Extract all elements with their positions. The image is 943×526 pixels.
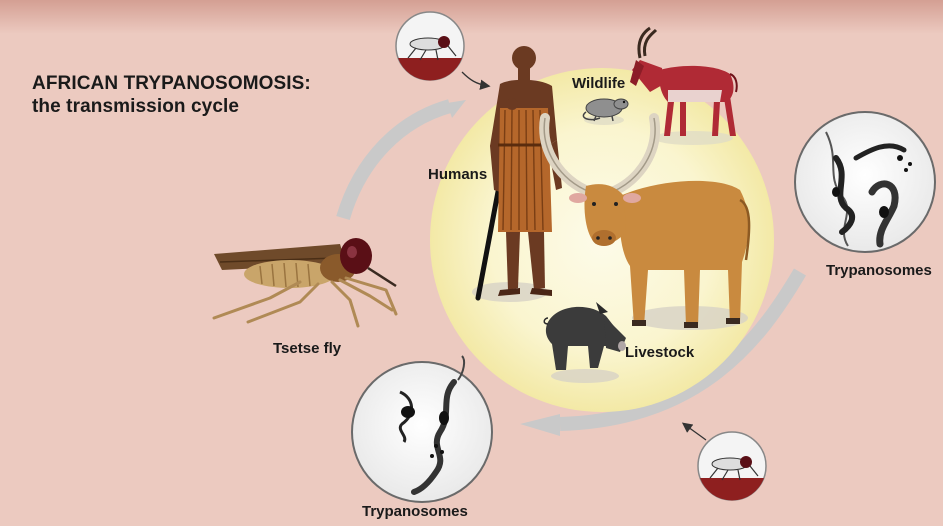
label-trypanosomes-bottom: Trypanosomes	[362, 503, 468, 520]
label-tsetse-fly: Tsetse fly	[273, 340, 341, 357]
title-line-2: the transmission cycle	[32, 95, 311, 118]
label-livestock: Livestock	[625, 344, 694, 361]
label-humans: Humans	[428, 166, 487, 183]
trypanosome-lens-icon	[795, 112, 935, 252]
diagram-title: AFRICAN TRYPANOSOMOSIS: the transmission…	[32, 72, 311, 118]
label-trypanosomes-right: Trypanosomes	[826, 262, 932, 279]
title-line-1: AFRICAN TRYPANOSOMOSIS:	[32, 72, 311, 95]
label-wildlife: Wildlife	[572, 75, 625, 92]
